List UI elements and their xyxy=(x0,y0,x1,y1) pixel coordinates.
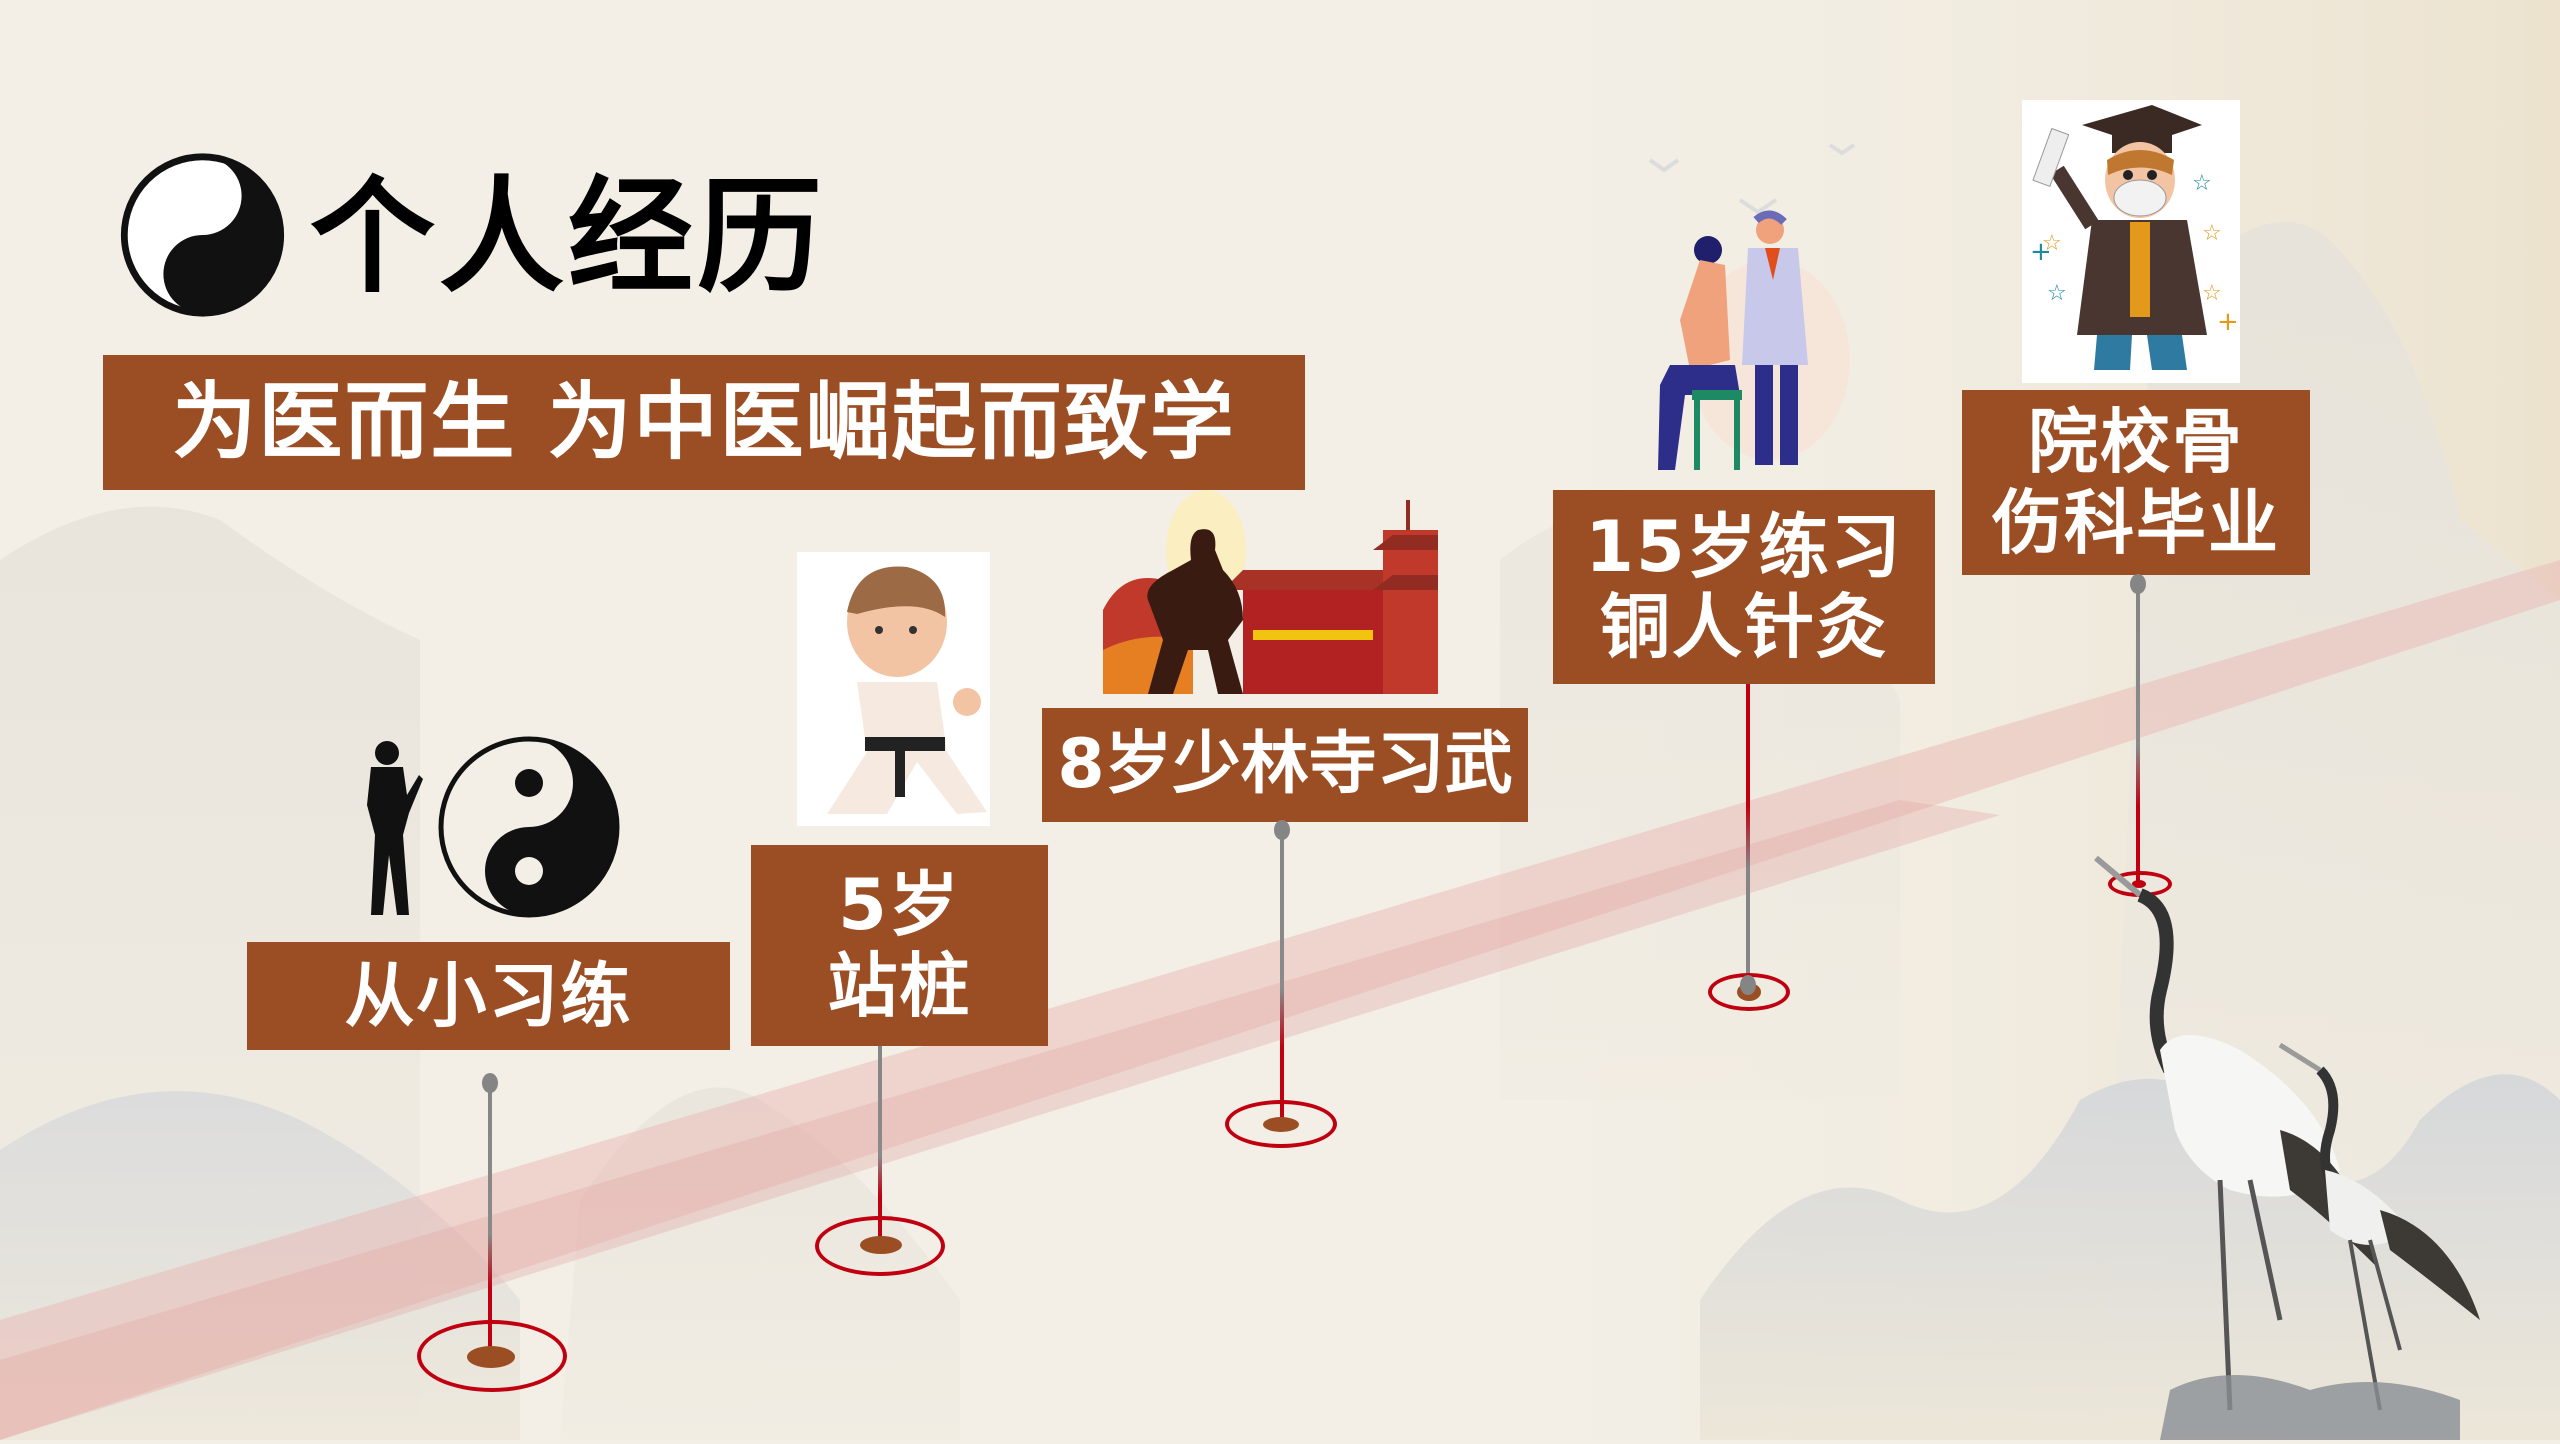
pin-line-4 xyxy=(1746,684,1750,989)
pin-dot-5 xyxy=(2132,880,2146,888)
pin-head-4 xyxy=(1740,975,1756,995)
yin-yang-title-icon xyxy=(115,150,290,320)
svg-text:☆: ☆ xyxy=(2202,281,2222,306)
timeline-item-5-label: 院校骨 伤科毕业 xyxy=(1962,390,2310,575)
timeline-item-1-label: 从小习练 xyxy=(247,942,730,1050)
pin-head-1 xyxy=(482,1073,498,1093)
pin-line-1 xyxy=(488,1085,492,1355)
pin-line-5 xyxy=(2136,580,2140,882)
karate-kid-illustration xyxy=(797,552,990,826)
timeline-item-2-label: 5岁 站桩 xyxy=(751,845,1048,1046)
svg-text:☆: ☆ xyxy=(2042,231,2062,256)
timeline-item-2-line2: 站桩 xyxy=(827,944,972,1027)
shaolin-temple-illustration xyxy=(1103,490,1438,694)
svg-text:+: + xyxy=(2030,237,2052,267)
svg-text:☆: ☆ xyxy=(2047,281,2067,306)
pin-ring-3 xyxy=(1225,1100,1337,1148)
page-title: 个人经历 xyxy=(310,165,826,310)
timeline-item-4-line2: 铜人针灸 xyxy=(1600,586,1888,668)
timeline-item-4-label: 15岁练习 铜人针灸 xyxy=(1553,490,1935,684)
timeline-item-3-label: 8岁少林寺习武 xyxy=(1042,708,1528,822)
timeline-item-4-line1: 15岁练习 xyxy=(1585,505,1903,588)
subtitle-banner: 为医而生 为中医崛起而致学 xyxy=(103,355,1305,490)
timeline-item-5-line1: 院校骨 xyxy=(2028,401,2244,483)
pin-line-3 xyxy=(1280,826,1284,1123)
svg-text:+: + xyxy=(2217,307,2239,337)
acupuncture-illustration xyxy=(1630,210,1860,480)
pin-dot-2 xyxy=(860,1236,902,1254)
svg-text:☆: ☆ xyxy=(2192,171,2212,196)
pin-ring-1 xyxy=(417,1320,567,1392)
pin-dot-1 xyxy=(467,1346,515,1368)
pin-line-2 xyxy=(878,1046,882,1246)
cranes-decoration xyxy=(2080,850,2500,1440)
pin-dot-3 xyxy=(1263,1117,1299,1132)
graduate-illustration: ☆ ☆ ☆ ☆ ☆ + + xyxy=(2022,100,2240,383)
taichi-figure-icon xyxy=(357,735,622,920)
pin-ring-2 xyxy=(815,1216,945,1276)
svg-text:☆: ☆ xyxy=(2202,221,2222,246)
timeline-item-2-line1: 5岁 xyxy=(838,864,961,946)
timeline-item-5-line2: 伤科毕业 xyxy=(1992,481,2280,564)
